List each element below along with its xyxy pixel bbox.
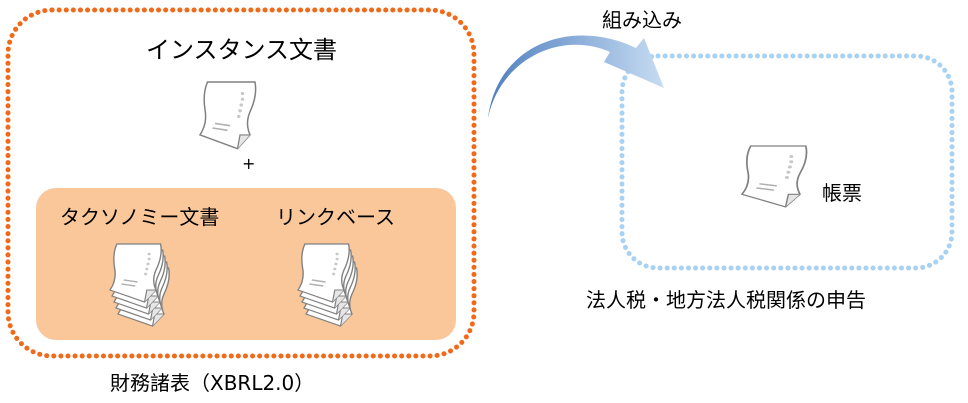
form-document-icon (740, 144, 808, 208)
financial-statements-label: 財務諸表（XBRL2.0） (110, 371, 315, 395)
tax-filing-label: 法人税・地方法人税関係の申告 (586, 288, 866, 312)
plus-sign: + (242, 154, 256, 173)
embed-label: 組み込み (602, 8, 682, 32)
taxonomy-document-label: タクソノミー文書 (60, 205, 220, 229)
taxonomy-document-stack-icon (109, 243, 170, 327)
linkbase-label: リンクベース (276, 205, 395, 229)
curved-arrow-icon (488, 35, 664, 118)
financial-statements-frame (5, 7, 477, 359)
instance-document-label: インスタンス文書 (146, 36, 338, 64)
linkbase-document-stack-icon (297, 243, 358, 327)
tax-filing-frame (619, 53, 955, 271)
instance-document-icon (199, 81, 257, 150)
form-label: 帳票 (822, 181, 862, 205)
